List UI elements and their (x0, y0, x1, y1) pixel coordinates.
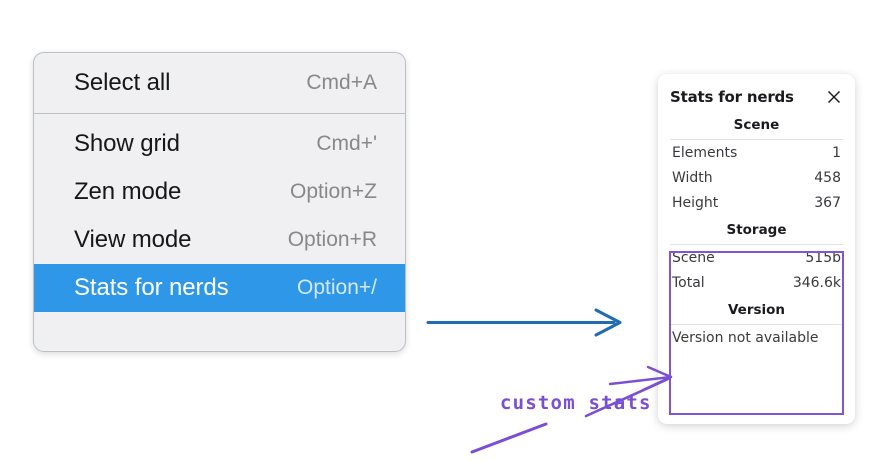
menu-group-2: Show grid Cmd+' Zen mode Option+Z View m… (34, 114, 405, 318)
section-heading-storage: Storage (726, 222, 787, 238)
menu-item-view-mode[interactable]: View mode Option+R (34, 216, 405, 264)
menu-group-1: Select all Cmd+A (34, 53, 405, 113)
stats-panel-titlebar: Stats for nerds (668, 84, 845, 110)
menu-item-stats-for-nerds[interactable]: Stats for nerds Option+/ (34, 264, 405, 312)
stat-value: 458 (814, 169, 841, 186)
menu-item-label: Select all (74, 69, 171, 96)
stat-row-version: Version not available (672, 330, 819, 346)
canvas-context-menu[interactable]: Select all Cmd+A Show grid Cmd+' Zen mod… (33, 52, 406, 352)
stat-row-storage-scene: Scene 515b (668, 245, 845, 270)
section-rule (670, 324, 843, 325)
menu-item-label: Show grid (74, 130, 180, 157)
stat-row-width: Width 458 (668, 165, 845, 190)
stat-row-height: Height 367 (668, 190, 845, 215)
menu-item-select-all[interactable]: Select all Cmd+A (34, 59, 405, 107)
stat-value: 346.6k (792, 274, 841, 291)
custom-stats-annotation-label: custom stats (500, 392, 652, 414)
blue-arrow-annotation (426, 308, 622, 337)
stat-key: Elements (672, 144, 738, 161)
stat-key: Height (672, 194, 719, 211)
menu-item-label: Zen mode (74, 178, 182, 205)
stat-row-elements: Elements 1 (668, 140, 845, 165)
menu-item-show-grid[interactable]: Show grid Cmd+' (34, 120, 405, 168)
stat-value: 1 (832, 144, 841, 161)
stat-value: 367 (814, 194, 841, 211)
menu-item-shortcut: Option+R (287, 228, 377, 251)
purple-underline-stroke (470, 422, 548, 454)
menu-item-shortcut: Option+Z (290, 180, 377, 203)
section-heading-version: Version (727, 302, 786, 318)
menu-item-shortcut: Option+/ (297, 276, 377, 299)
menu-item-zen-mode[interactable]: Zen mode Option+Z (34, 168, 405, 216)
section-rule (670, 139, 843, 140)
stats-for-nerds-panel: Stats for nerds Scene Elements 1 Width 4… (658, 74, 855, 424)
close-icon[interactable] (825, 88, 843, 106)
stat-row-storage-total: Total 346.6k (668, 270, 845, 295)
menu-separator (34, 113, 405, 114)
stats-panel-title: Stats for nerds (670, 88, 794, 106)
menu-item-shortcut: Cmd+' (316, 132, 377, 155)
stat-key: Total (672, 274, 705, 291)
stat-key: Width (672, 169, 713, 186)
menu-item-label: Stats for nerds (74, 274, 229, 301)
section-rule (670, 244, 843, 245)
menu-item-label: View mode (74, 226, 192, 253)
stat-key: Scene (672, 249, 715, 266)
stat-value: 515b (805, 249, 841, 266)
section-heading-scene: Scene (733, 117, 780, 133)
menu-item-shortcut: Cmd+A (306, 71, 377, 94)
